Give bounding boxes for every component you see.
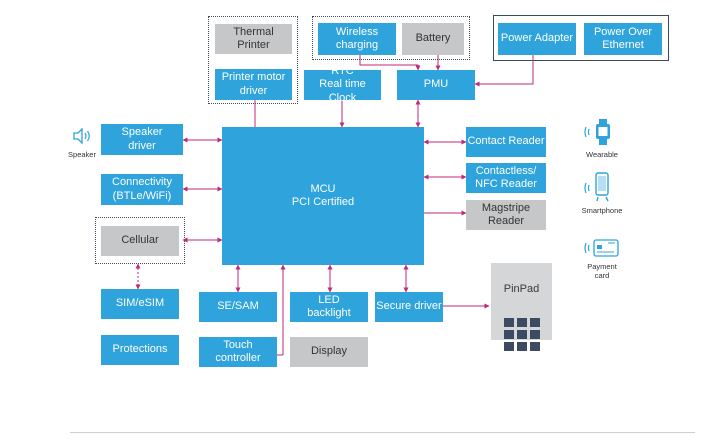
power-source-group [493, 15, 669, 61]
smartphone-icon [584, 172, 609, 202]
se-sam-block: SE/SAM [199, 292, 277, 322]
sim-esim-block: SIM/eSIM [101, 289, 179, 319]
printer-motor-driver-block: Printer motor driver [215, 69, 292, 100]
led-backlight-block: LED backlight [290, 292, 368, 322]
charging-group [312, 16, 470, 60]
power-over-ethernet-block: Power Over Ethernet [584, 23, 662, 55]
rtc-block: RTC Real time Clock [304, 65, 381, 104]
pmu-block: PMU [397, 70, 475, 100]
payment-card-icon [584, 239, 619, 257]
protections-block: Protections [101, 335, 179, 365]
touch-controller-block: Touch controller [199, 337, 277, 367]
thermal-printer-block: Thermal Printer [215, 24, 292, 54]
footer-divider [70, 432, 695, 433]
speaker-label: Speaker [68, 150, 96, 159]
pinpad-block: PinPad [491, 263, 552, 351]
contactless-reader-block: Contactless/ NFC Reader [466, 163, 546, 193]
connectivity-block: Connectivity (BTLe/WiFi) [101, 174, 183, 205]
pinpad-label: PinPad [503, 283, 540, 296]
contact-reader-block: Contact Reader [466, 127, 546, 157]
cellular-block: Cellular [101, 226, 179, 256]
pinpad-keys [491, 317, 552, 351]
payment-card-label: Payment card [587, 262, 617, 281]
wearable-label: Wearable [586, 150, 618, 159]
mcu-block: MCU PCI Certified [222, 127, 424, 265]
power-adapter-block: Power Adapter [498, 23, 576, 55]
smartphone-label: Smartphone [581, 206, 623, 215]
secure-driver-block: Secure driver [375, 292, 443, 322]
magstripe-reader-block: Magstripe Reader [466, 200, 546, 230]
printer-group [208, 16, 298, 104]
speaker-driver-block: Speaker driver [101, 124, 183, 155]
speaker-icon [73, 128, 90, 144]
battery-block: Battery [402, 23, 464, 55]
wearable-icon [584, 119, 610, 145]
wireless-charging-block: Wireless charging [318, 23, 396, 55]
display-block: Display [290, 337, 368, 367]
